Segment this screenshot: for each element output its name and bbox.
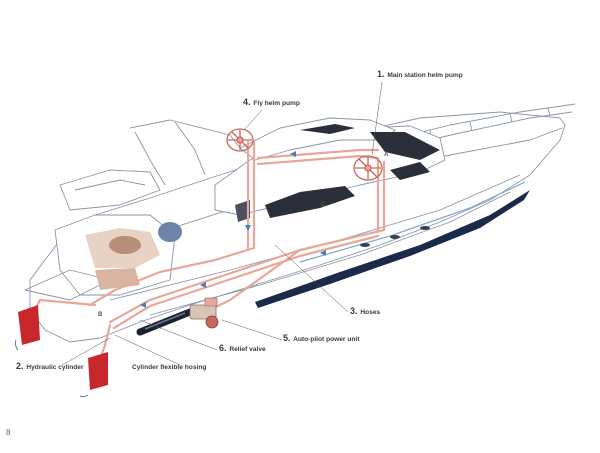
cylinder-tube	[136, 308, 194, 336]
rudder-starboard	[88, 352, 108, 390]
leader-fly-helm	[243, 109, 263, 131]
autopilot-unit	[189, 297, 219, 329]
label-text: Main station helm pump	[387, 72, 463, 79]
windshield	[370, 132, 440, 160]
cockpit-seat	[59, 169, 161, 211]
label-number: 3.	[350, 306, 358, 316]
label-hydraulic-cylinder: 2. Hydraulic cylinder	[16, 362, 84, 372]
hose-fly-to-main	[256, 154, 380, 166]
rudders	[18, 305, 108, 390]
label-text: Fly helm pump	[253, 100, 300, 107]
leader-lines	[61, 81, 383, 366]
porthole	[360, 243, 370, 247]
hydraulic-hoses	[33, 140, 386, 362]
main-helm-wheel	[353, 155, 383, 181]
flybridge-glass	[300, 124, 355, 134]
label-text: Hoses	[360, 309, 381, 316]
relief-valve-block	[204, 297, 218, 307]
hull-accent-stripe	[299, 181, 526, 263]
label-main-helm-pump: 1. Main station helm pump	[377, 70, 463, 80]
hose-powerunit	[208, 248, 302, 312]
flow-arrow	[140, 302, 146, 308]
flow-arrow	[200, 282, 206, 288]
leader-autopilot	[221, 319, 283, 341]
fly-helm-wheel	[226, 128, 254, 152]
label-fly-helm-pump: 4. Fly helm pump	[243, 98, 300, 108]
label-number: 5.	[283, 333, 291, 343]
rail-post	[469, 121, 473, 132]
label-number: 6.	[219, 343, 227, 353]
label-number: 4.	[243, 97, 251, 107]
hose-main-run	[112, 234, 380, 330]
flow-arrows	[140, 151, 326, 308]
label-cylinder-flexible-hosing: Cylinder flexible hosing	[132, 364, 207, 372]
aft-cabin-interior	[85, 222, 182, 290]
hose-fly-to-main	[256, 148, 380, 160]
rudder-arrow	[14, 339, 19, 351]
wheel-rim	[353, 155, 383, 181]
label-autopilot-power-unit: 5. Auto-pilot power unit	[283, 334, 359, 344]
interior-cushion	[158, 222, 182, 242]
hull-line	[149, 191, 511, 316]
flow-arrow	[320, 250, 326, 256]
leader-cyl-hosing	[114, 334, 181, 366]
label-number: 2.	[16, 361, 24, 371]
label-number: 1.	[377, 69, 385, 79]
rudder-arrow	[79, 394, 89, 398]
rail-post	[509, 113, 513, 123]
porthole	[420, 226, 430, 230]
label-hoses: 3. Hoses	[350, 307, 380, 317]
label-text: Hydraulic cylinder	[26, 364, 84, 371]
label-text: Auto-pilot power unit	[293, 336, 360, 343]
hose-main-run	[108, 228, 386, 324]
rudder-port	[18, 305, 40, 345]
portholes	[360, 226, 430, 247]
hardtop	[174, 121, 206, 176]
page-number: 8	[6, 428, 11, 437]
hull-outline	[29, 111, 566, 343]
label-relief-valve: 6. Relief valve	[219, 344, 266, 354]
leader-main-helm	[371, 81, 383, 156]
flow-arrow	[245, 225, 251, 231]
marker-b: B	[98, 312, 103, 318]
wheel-hub	[364, 164, 372, 172]
side-window	[390, 162, 430, 180]
interior-seat	[109, 236, 141, 254]
cylinder-assembly	[136, 308, 194, 336]
marker-c: C	[321, 202, 326, 208]
hose-lateral	[88, 246, 256, 307]
rudder-arrows	[14, 339, 89, 398]
boat-illustration	[24, 103, 576, 343]
hardtop	[129, 119, 241, 149]
flow-arrow	[290, 151, 296, 157]
marker-a: A	[384, 152, 389, 158]
leader-relief-valve	[139, 319, 218, 351]
porthole	[390, 235, 400, 239]
wheel-hub	[236, 136, 244, 144]
label-text: Cylinder flexible hosing	[132, 364, 207, 371]
cockpit-seat	[74, 179, 146, 191]
power-unit-motor	[205, 315, 219, 329]
cabin-window	[235, 200, 250, 222]
label-text: Relief valve	[229, 346, 266, 353]
side-window	[265, 186, 355, 218]
cylinder-highlight	[144, 312, 186, 330]
leader-hoses	[274, 244, 349, 313]
hull-stripe	[255, 190, 530, 308]
windows	[235, 124, 440, 222]
rail-post	[547, 107, 551, 117]
hardtop	[134, 131, 166, 186]
leader-hydraulic-cyl	[61, 337, 111, 366]
wheel-rim	[226, 128, 254, 152]
power-unit-body	[189, 304, 217, 320]
